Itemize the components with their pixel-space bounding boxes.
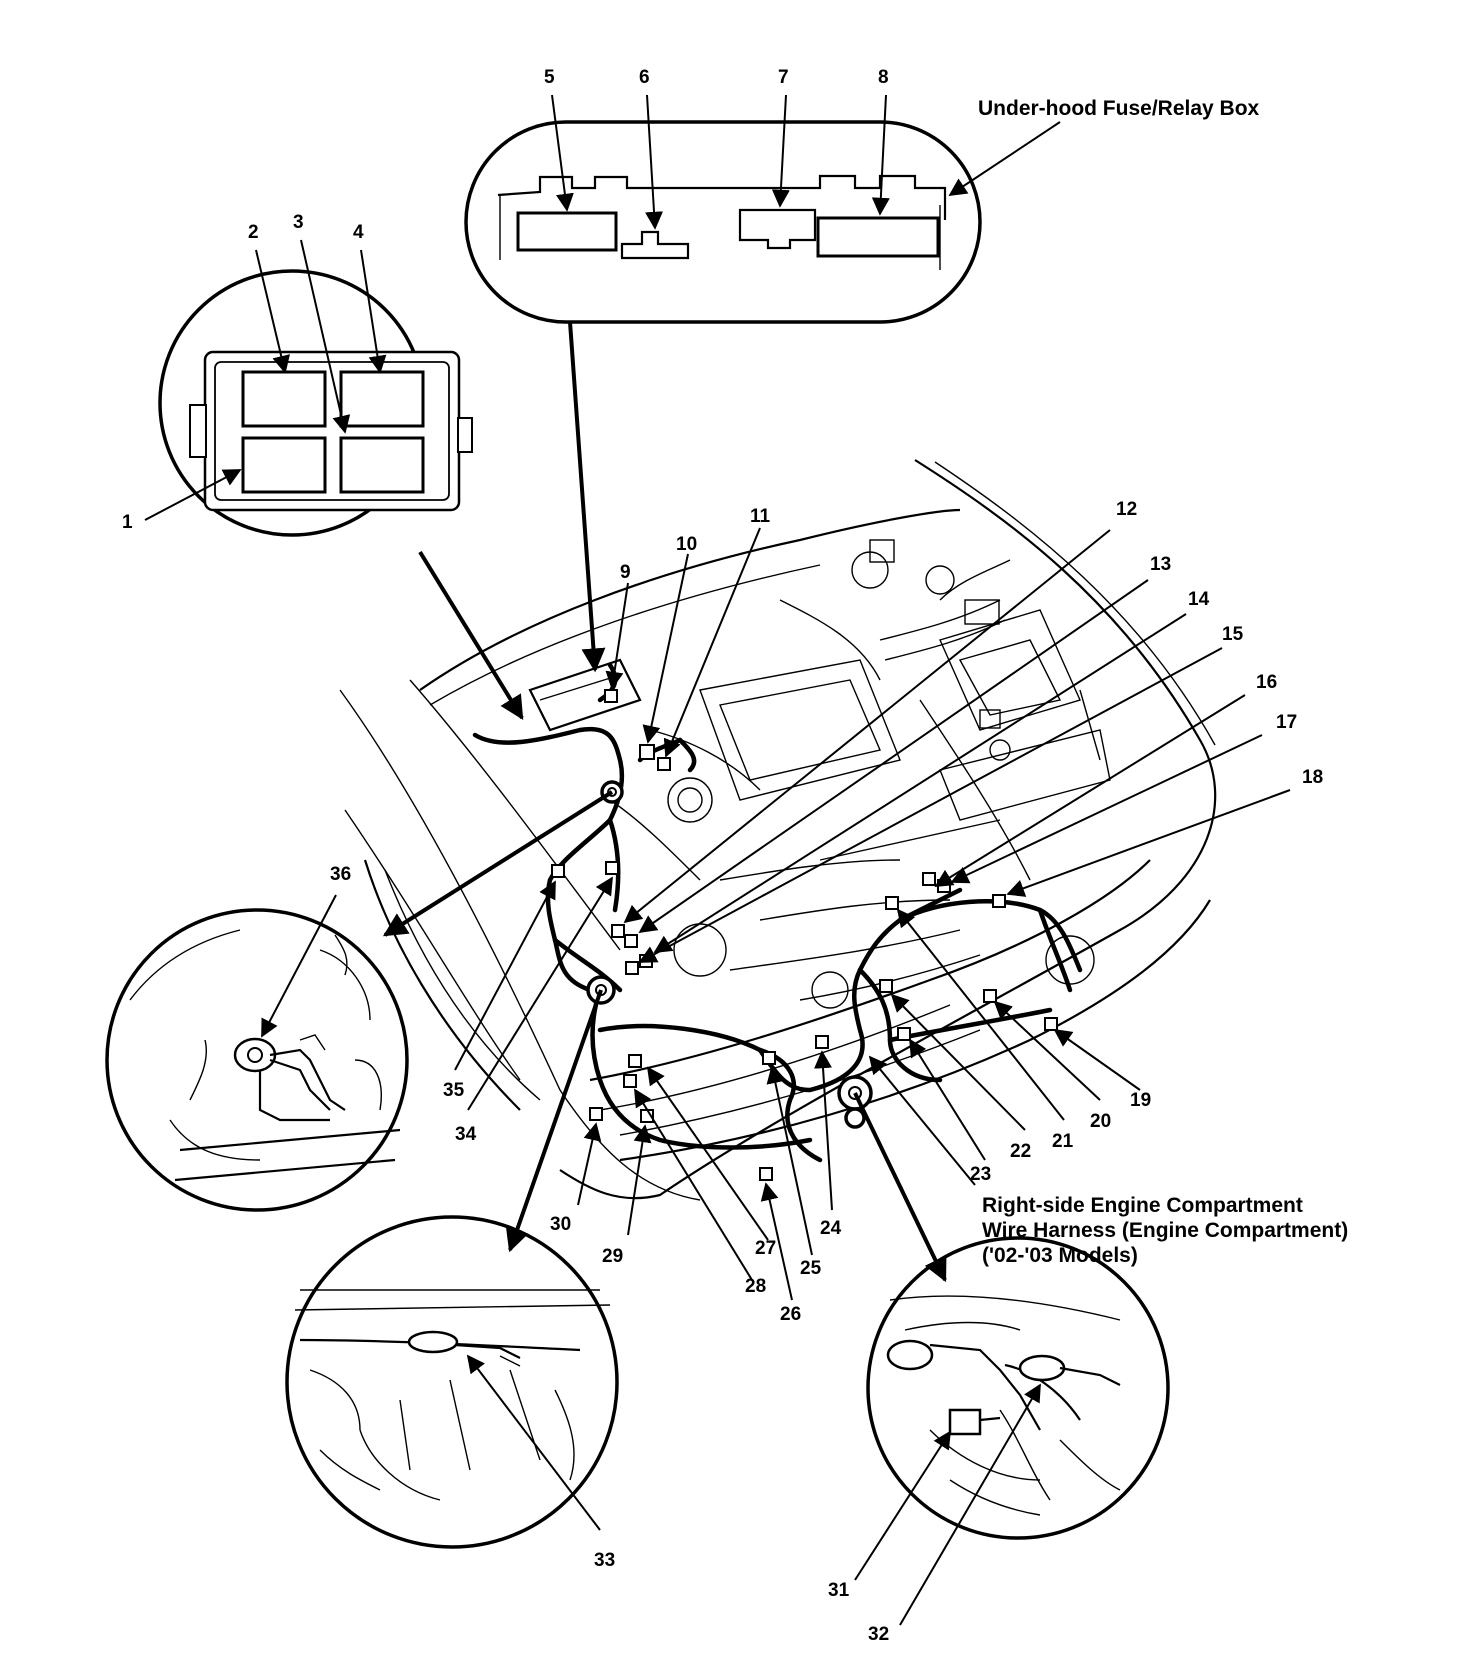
callout-13: 13 bbox=[1150, 554, 1171, 575]
callout-15: 15 bbox=[1222, 624, 1244, 645]
callout-6: 6 bbox=[639, 67, 650, 88]
callout-36: 36 bbox=[330, 864, 351, 885]
detail-ground-33 bbox=[285, 1215, 619, 1549]
callout-23: 23 bbox=[970, 1164, 991, 1185]
callout-16: 16 bbox=[1256, 672, 1277, 693]
engine-compartment-drawing bbox=[339, 459, 1217, 1201]
callout-10: 10 bbox=[676, 534, 697, 555]
callout-5: 5 bbox=[544, 67, 555, 88]
callout-34: 34 bbox=[455, 1124, 477, 1145]
harness-caption-line2: Wire Harness (Engine Compartment) bbox=[982, 1219, 1348, 1242]
wire-harness bbox=[472, 662, 1083, 1163]
callout-19: 19 bbox=[1130, 1090, 1151, 1111]
callout-18: 18 bbox=[1302, 767, 1323, 788]
callout-26: 26 bbox=[780, 1304, 801, 1325]
callout-20: 20 bbox=[1090, 1111, 1111, 1132]
callout-28: 28 bbox=[745, 1276, 766, 1297]
harness-caption-line1: Right-side Engine Compartment bbox=[982, 1194, 1303, 1217]
callout-4: 4 bbox=[353, 222, 364, 243]
callout-17: 17 bbox=[1276, 712, 1297, 733]
callout-7: 7 bbox=[778, 67, 789, 88]
callout-33: 33 bbox=[594, 1550, 615, 1571]
harness-caption-line3: ('02-'03 Models) bbox=[982, 1244, 1138, 1267]
callout-numbers: 1 2 3 4 5 6 7 8 9 10 11 12 13 14 15 16 1… bbox=[122, 67, 1323, 1645]
callout-31: 31 bbox=[828, 1580, 850, 1601]
callout-22: 22 bbox=[1010, 1141, 1031, 1162]
callout-12: 12 bbox=[1116, 499, 1137, 520]
callout-24: 24 bbox=[820, 1218, 842, 1239]
leader-lines bbox=[144, 94, 1291, 1626]
callout-8: 8 bbox=[878, 67, 889, 88]
callout-1: 1 bbox=[122, 512, 133, 533]
callout-35: 35 bbox=[443, 1080, 465, 1101]
fuse-box-caption: Under-hood Fuse/Relay Box bbox=[978, 97, 1260, 120]
callout-21: 21 bbox=[1052, 1131, 1074, 1152]
detail-relay-connector bbox=[158, 269, 473, 537]
detail-ground-36 bbox=[105, 908, 409, 1212]
detail-ground-31-32 bbox=[866, 1236, 1170, 1540]
callout-27: 27 bbox=[755, 1238, 776, 1259]
callout-32: 32 bbox=[868, 1624, 889, 1645]
detail-fuse-relay-box bbox=[464, 120, 982, 324]
callout-30: 30 bbox=[550, 1214, 571, 1235]
harness-connectors bbox=[551, 689, 1058, 1181]
detail-pointer-arrows bbox=[382, 321, 947, 1283]
callout-2: 2 bbox=[248, 222, 259, 243]
callout-14: 14 bbox=[1188, 589, 1210, 610]
callout-3: 3 bbox=[293, 212, 304, 233]
callout-29: 29 bbox=[602, 1246, 623, 1267]
callout-11: 11 bbox=[750, 506, 771, 527]
callout-9: 9 bbox=[620, 562, 631, 583]
callout-25: 25 bbox=[800, 1258, 822, 1279]
